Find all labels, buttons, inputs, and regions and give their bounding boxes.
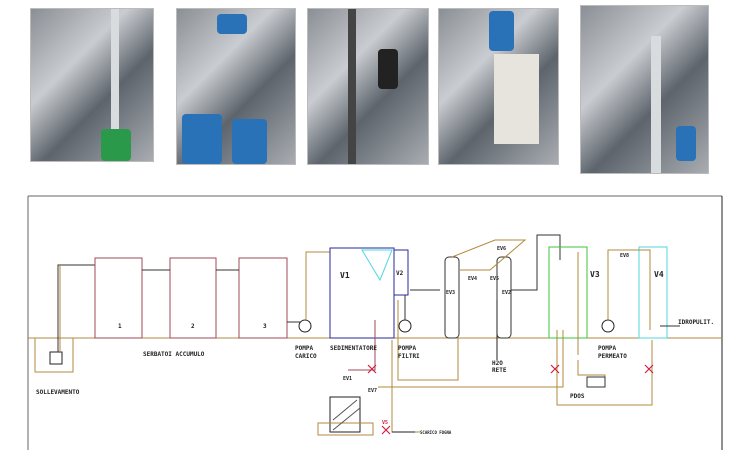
pompa-filtri-label: POMPA — [398, 345, 416, 352]
pompa-carico-label: POMPA — [295, 345, 313, 352]
v4-label: V4 — [654, 270, 664, 279]
v2-label: V2 — [396, 270, 404, 277]
v5-label: V5 — [382, 420, 388, 426]
v1-label: V1 — [340, 271, 350, 280]
pdos-label: PDOS — [570, 393, 585, 400]
idropulit-label: IDROPULIT. — [678, 319, 714, 326]
scarico-label: SCARICO FOGNA — [420, 430, 452, 435]
serbatoi-label: SERBATOI ACCUMULO — [143, 351, 205, 358]
photo-4 — [438, 8, 559, 165]
ev4-label: EV4 — [468, 276, 477, 282]
ev3-label: EV3 — [446, 290, 455, 296]
pompa-filtri-icon — [398, 319, 412, 333]
photo-2 — [176, 8, 296, 165]
sedimentatore-v1 — [329, 247, 395, 339]
photo-5 — [580, 5, 709, 174]
tank-2-label: 2 — [191, 323, 195, 330]
tank-3 — [238, 257, 288, 339]
pompa-filtri-label-2: FILTRI — [398, 353, 420, 360]
vessel-v2 — [393, 249, 409, 296]
ev2-label: EV2 — [502, 290, 511, 296]
h2o-rete-label: H2O — [492, 360, 503, 367]
tank-1-label: 1 — [118, 323, 122, 330]
filter-1 — [444, 256, 460, 339]
pompa-permeato-label-2: PERMEATO — [598, 353, 627, 360]
photo-3 — [307, 8, 429, 165]
h2o-rete-label-2: RETE — [492, 367, 507, 374]
sedimentatore-label: SEDIMENTATORE — [330, 345, 377, 352]
ev6-label: EV6 — [497, 246, 506, 252]
labels: 1 2 3 SOLLEVAMENTO SERBATOI ACCUMULO POM… — [36, 246, 714, 435]
sludge-tank — [329, 396, 361, 433]
ev7-label: EV7 — [368, 388, 377, 394]
manual-valves — [367, 364, 654, 435]
pompa-permeato-label: POMPA — [598, 345, 616, 352]
pompa-carico-label-2: CARICO — [295, 353, 317, 360]
sludge-base — [317, 422, 374, 436]
photo-1 — [30, 8, 154, 162]
submersible-pump — [49, 351, 63, 365]
sollevamento-label: SOLLEVAMENTO — [36, 389, 80, 396]
vessel-v4 — [638, 246, 668, 339]
pdos-tank — [586, 376, 606, 388]
pompa-permeato-icon — [601, 319, 615, 333]
tank-2 — [169, 257, 217, 339]
v3-label: V3 — [590, 270, 600, 279]
pompa-carico-icon — [298, 319, 312, 333]
ev1-label: EV1 — [343, 376, 352, 382]
tank-3-label: 3 — [263, 323, 267, 330]
filter-2 — [496, 256, 512, 339]
tank-1 — [94, 257, 143, 339]
vessel-v3 — [548, 246, 588, 339]
ev8-label: EV8 — [620, 253, 629, 259]
ev5-label: EV5 — [490, 276, 499, 282]
pipe-lift — [57, 264, 95, 352]
sollevamento-pit — [34, 338, 74, 373]
